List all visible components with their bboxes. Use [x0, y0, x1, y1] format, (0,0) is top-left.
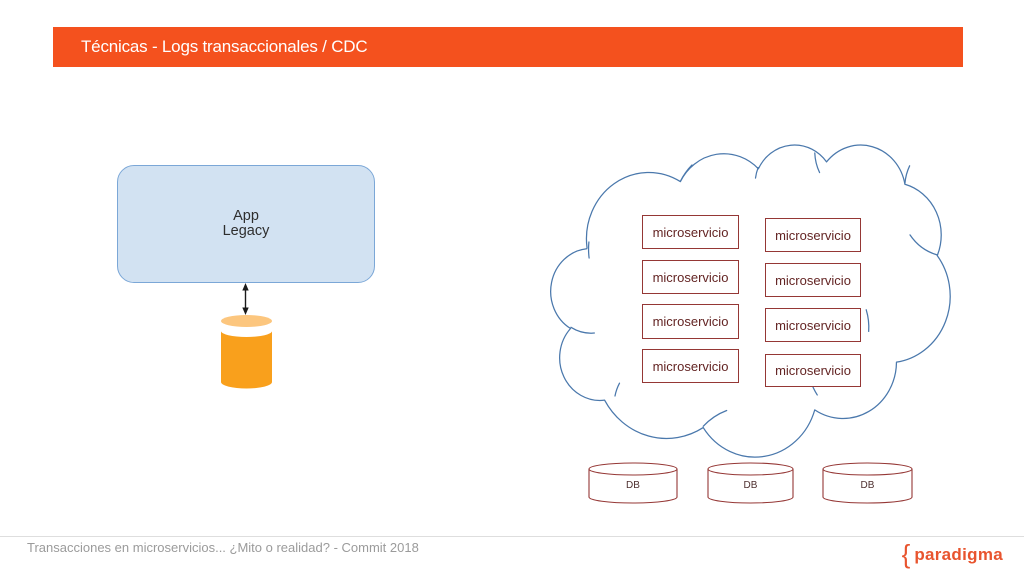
microservice-label: microservicio: [775, 363, 851, 378]
logo-brace-icon: {: [901, 539, 911, 569]
footer-divider: [0, 536, 1024, 537]
logo-wordmark: paradigma: [914, 545, 1003, 564]
microservice-box: microservicio: [765, 218, 861, 252]
db-cylinder-icon: [822, 462, 913, 504]
legacy-app-box: App Legacy: [117, 165, 375, 283]
slide-title: Técnicas - Logs transaccionales / CDC: [81, 37, 368, 56]
microservice-label: microservicio: [775, 317, 851, 333]
db-label: DB: [860, 480, 875, 491]
microservice-box: microservicio: [642, 215, 739, 249]
paradigma-logo: { paradigma: [901, 539, 1003, 569]
microservice-label: microservicio: [652, 314, 729, 329]
microservice-box: microservicio: [642, 260, 739, 294]
legacy-app-label-line1: App: [233, 207, 259, 224]
microservice-box: microservicio: [765, 308, 861, 342]
microservice-label: microservicio: [775, 272, 851, 288]
db-label: DB: [743, 480, 758, 491]
footer-text: Transacciones en microservicios... ¿Mito…: [27, 540, 419, 555]
microservice-label: microservicio: [652, 224, 729, 240]
double-arrow-icon: [242, 283, 249, 315]
title-bar: Técnicas - Logs transaccionales / CDC: [53, 27, 963, 67]
legacy-app-label-line2: Legacy: [222, 223, 270, 239]
db-cylinder-icon: [707, 462, 794, 504]
cloud-icon: [551, 145, 951, 457]
microservice-label: microservicio: [775, 227, 851, 243]
microservice-box: microservicio: [765, 263, 861, 297]
db-cylinder-icon: [588, 462, 678, 504]
microservice-box: microservicio: [642, 304, 739, 339]
microservice-box: microservicio: [642, 349, 739, 383]
db-label: DB: [626, 480, 640, 491]
legacy-db-cylinder-icon: [221, 315, 272, 389]
microservice-label: microservicio: [652, 358, 729, 374]
microservice-label: microservicio: [652, 269, 729, 285]
microservice-box: microservicio: [765, 354, 861, 387]
